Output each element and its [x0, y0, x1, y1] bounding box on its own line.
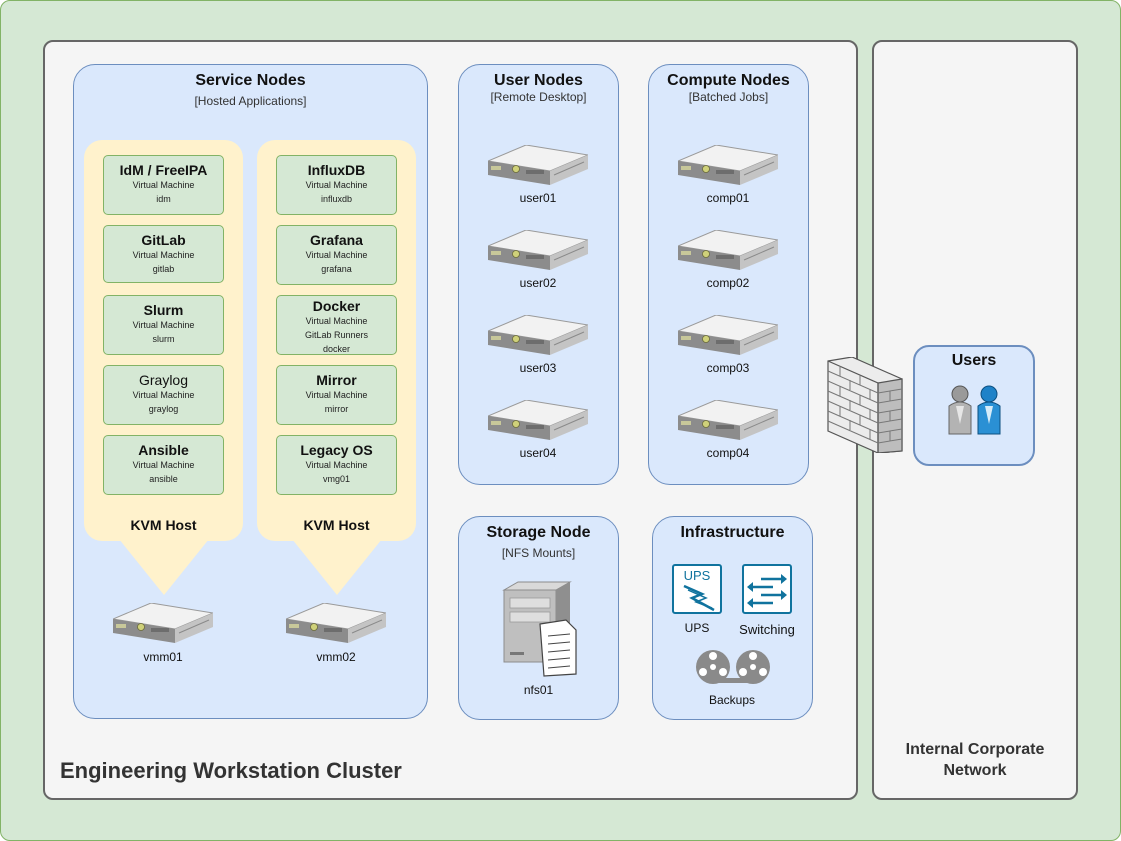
- corporate-network-title: Internal Corporate Network: [905, 741, 1045, 779]
- kvm-host-1-pointer: [119, 539, 209, 595]
- vm-line: slurm: [152, 334, 175, 344]
- vm-title: Mirror: [316, 372, 357, 388]
- vm-line: Virtual Machine: [132, 460, 195, 470]
- users-icon: [948, 385, 1001, 435]
- server-icon: [488, 145, 588, 185]
- vm-line: Virtual Machine: [132, 320, 195, 330]
- storage-node-title: Storage Node: [486, 524, 591, 541]
- server-icon: [488, 315, 588, 355]
- vm-title: InfluxDB: [307, 162, 366, 178]
- vm-title: Grafana: [310, 232, 363, 248]
- node-label-user02: user02: [519, 276, 557, 290]
- vm-line: docker: [322, 344, 350, 354]
- vm-line: influxdb: [320, 194, 353, 204]
- ups-icon: UPS: [672, 564, 722, 614]
- lightning-glyph: [683, 584, 715, 612]
- vm-graylog: Graylog Virtual Machine graylog: [103, 365, 224, 425]
- users-title: Users: [951, 352, 997, 369]
- vm-title: Slurm: [143, 302, 184, 318]
- server-icon: [678, 315, 778, 355]
- vm-mirror: Mirror Virtual Machine mirror: [276, 365, 397, 425]
- switch-arrows-glyph: [747, 574, 787, 608]
- vm-line: gitlab: [152, 264, 175, 274]
- node-label-user04: user04: [519, 446, 557, 460]
- node-label-comp02: comp02: [706, 276, 750, 290]
- vm-legacy-os: Legacy OS Virtual Machine vmg01: [276, 435, 397, 495]
- vm-line: Virtual Machine: [305, 460, 368, 470]
- vm-line: Virtual Machine: [132, 390, 195, 400]
- tape-backup-icon: [696, 650, 770, 684]
- vm-line: graylog: [148, 404, 179, 414]
- compute-nodes-title: Compute Nodes: [667, 72, 790, 89]
- node-label-user01: user01: [519, 191, 557, 205]
- vm-line: ansible: [149, 474, 178, 484]
- vm-line: idm: [156, 194, 171, 204]
- host-label-vmm02: vmm02: [316, 650, 356, 664]
- switching-label: Switching: [739, 622, 795, 637]
- vm-docker: Docker Virtual Machine GitLab Runners do…: [276, 295, 397, 355]
- server-icon: [286, 603, 386, 643]
- storage-node-subtitle: [NFS Mounts]: [501, 546, 576, 560]
- kvm-host-2-pointer: [292, 539, 382, 595]
- server-icon: [488, 400, 588, 440]
- host-label-vmm01: vmm01: [143, 650, 183, 664]
- vm-line: Virtual Machine: [305, 250, 368, 260]
- user-nodes-title: User Nodes: [494, 72, 583, 89]
- compute-nodes-subtitle: [Batched Jobs]: [688, 90, 769, 104]
- service-nodes-title: Service Nodes: [195, 72, 306, 89]
- kvm-host-1-label: KVM Host: [130, 517, 197, 533]
- vm-influxdb: InfluxDB Virtual Machine influxdb: [276, 155, 397, 215]
- vm-line: Virtual Machine: [305, 316, 368, 326]
- firewall-icon: [827, 357, 903, 453]
- vm-ansible: Ansible Virtual Machine ansible: [103, 435, 224, 495]
- infrastructure-group: [652, 516, 813, 720]
- vm-grafana: Grafana Virtual Machine grafana: [276, 225, 397, 285]
- vm-title: IdM / FreeIPA: [119, 162, 208, 178]
- vm-line: Virtual Machine: [305, 390, 368, 400]
- vm-title: Legacy OS: [300, 442, 373, 458]
- vm-title: Ansible: [138, 442, 189, 458]
- ups-label: UPS: [684, 621, 710, 635]
- server-icon: [113, 603, 213, 643]
- backups-label: Backups: [708, 693, 756, 707]
- vm-line: Virtual Machine: [305, 180, 368, 190]
- ups-icon-text: UPS: [683, 568, 711, 583]
- vm-title: GitLab: [141, 232, 186, 248]
- users-group: [913, 345, 1035, 466]
- node-label-user03: user03: [519, 361, 557, 375]
- vm-line: GitLab Runners: [304, 330, 369, 340]
- vm-gitlab: GitLab Virtual Machine gitlab: [103, 225, 224, 283]
- vm-idm: IdM / FreeIPA Virtual Machine idm: [103, 155, 224, 215]
- vm-slurm: Slurm Virtual Machine slurm: [103, 295, 224, 355]
- node-label-nfs01: nfs01: [523, 683, 554, 697]
- server-icon: [678, 230, 778, 270]
- server-icon: [488, 230, 588, 270]
- switch-icon: [742, 564, 792, 614]
- server-icon: [678, 400, 778, 440]
- vm-line: Virtual Machine: [132, 250, 195, 260]
- user-nodes-subtitle: [Remote Desktop]: [490, 90, 587, 104]
- node-label-comp04: comp04: [706, 446, 750, 460]
- vm-line: mirror: [324, 404, 349, 414]
- server-icon: [678, 145, 778, 185]
- vm-line: Virtual Machine: [132, 180, 195, 190]
- file-server-icon: [502, 581, 577, 677]
- service-nodes-subtitle: [Hosted Applications]: [194, 94, 307, 108]
- vm-title: Graylog: [138, 372, 189, 388]
- node-label-comp01: comp01: [706, 191, 750, 205]
- vm-line: vmg01: [322, 474, 350, 484]
- kvm-host-2-label: KVM Host: [303, 517, 370, 533]
- node-label-comp03: comp03: [706, 361, 750, 375]
- vm-title: Docker: [312, 298, 361, 314]
- vm-line: grafana: [321, 264, 352, 274]
- cluster-title: Engineering Workstation Cluster: [60, 758, 402, 783]
- infrastructure-title: Infrastructure: [680, 524, 785, 541]
